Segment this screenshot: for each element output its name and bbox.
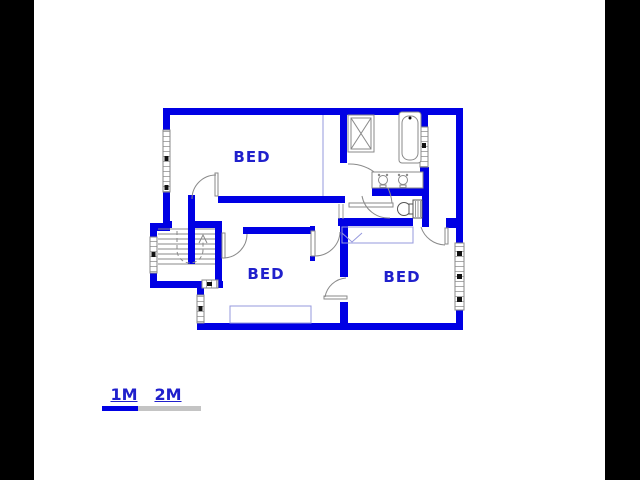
- bed-outline-middle-room: [229, 305, 312, 324]
- staircase: [158, 228, 215, 265]
- sink-left-fixture: [377, 173, 389, 188]
- door-bedroom-middle: [221, 232, 248, 259]
- letterbox-left-bar: [0, 0, 34, 480]
- door-bedroom-right-top: [420, 226, 449, 246]
- stair-up-arrow: [198, 233, 208, 244]
- room-label-bedroom-right: BED: [383, 268, 421, 286]
- door-hall-middle-second: [310, 230, 341, 257]
- window-right-room: [454, 242, 465, 311]
- stair-treads: [158, 228, 215, 265]
- closet-outline-right-room: [341, 226, 414, 244]
- scale-label-1m: 1M: [110, 385, 138, 404]
- window-middle-room-left: [196, 294, 205, 324]
- door-wc: [361, 195, 391, 219]
- stair-stringer-wall: [188, 228, 195, 264]
- letterbox-right-bar: [605, 0, 640, 480]
- window-stair-bottom: [201, 279, 219, 289]
- hall-opening-jamb-lines: [338, 204, 344, 219]
- room-label-bedroom-top: BED: [233, 148, 271, 166]
- window-stair-left: [149, 236, 158, 274]
- sink-right-fixture: [397, 173, 409, 188]
- scale-bar-gray-segment: [138, 406, 201, 411]
- toilet-fixture: [397, 199, 423, 219]
- shower-fixture: [347, 114, 375, 153]
- windows: [149, 126, 465, 324]
- bathtub-fixture: [398, 111, 422, 164]
- scale-label-2m: 2M: [154, 385, 182, 404]
- door-bedroom-top: [191, 172, 219, 200]
- room-label-bedroom-middle: BED: [247, 265, 285, 283]
- door-between-bedrooms: [323, 277, 348, 300]
- walls: [150, 108, 463, 330]
- stair-walk-line: [176, 231, 204, 264]
- scale-bar-blue-segment: [102, 406, 138, 411]
- doors: [191, 163, 449, 300]
- window-left-upper: [162, 129, 171, 193]
